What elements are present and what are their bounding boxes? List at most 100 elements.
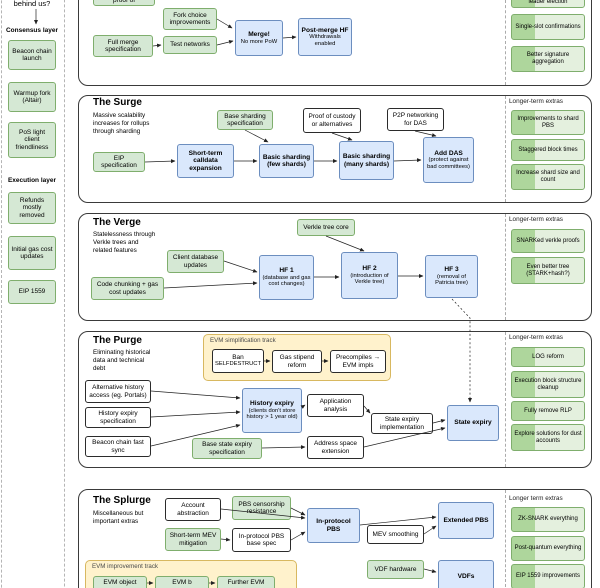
node-few-sub: (few shards) [267,161,306,168]
node-post-merge-hf-sub: Withdrawals enabled [309,34,341,47]
node-alternative-history-access: Alternative history access (eg. Portals) [85,380,151,403]
node-hf1-sub: (database and gas cost changes) [262,274,311,288]
node-add-das: Add DAS (protect against bad committees) [423,137,474,183]
node-hf1: HF 1 (database and gas cost changes) [259,255,314,300]
node-merge: Merge! No more PoW [235,20,283,56]
node-address-space-extension: Address space extension [307,436,364,459]
node-fork-choice-improvements: Fork choice improvements [163,8,217,30]
splurge-title: The Splurge [93,495,151,506]
node-hf2: HF 2 (introduction of Verkle tree) [341,252,398,299]
node-ban-title: Ban [232,354,244,362]
purge-extras-divider [505,332,506,467]
extra-execution-block-cleanup: Execution block structure cleanup [511,371,585,398]
node-in-protocol-pbs-base-spec: In-protocol PBS base spec [232,528,291,552]
extra-snarked-verkle-proofs: SNARKed verkle proofs [511,229,585,253]
node-pos-light-client: PoS light client friendliness [8,122,56,158]
extra-improvements-shard-pbs: Improvements to shard PBS [511,110,585,135]
node-extended-pbs-title: Extended PBS [443,516,489,524]
node-mev-smoothing: MEV smoothing [367,525,424,544]
node-hf3-sub: (removal of Patricia tree) [435,273,468,287]
node-eip-specification: EIP specification [93,152,145,172]
surge-desc: Massive scalability increases for rollup… [93,112,150,135]
node-proof-of-custody: Proof of custody or alternatives [303,108,361,133]
node-precompiles-evm-impls: Precompiles → EVM impls [330,350,386,373]
node-verkle-tree-core: Verkle tree core [297,219,355,236]
extra-single-slot-confirmations: Single-slot confirmations [511,14,585,40]
evm-simplification-track-label: EVM simplification track [210,337,276,344]
splurge-desc: Miscellaneous but important extras [93,510,144,525]
node-client-database-updates: Client database updates [167,250,224,273]
node-state-expiry-implementation: State expiry implementation [371,413,433,434]
node-many-sub: (many shards) [343,160,390,168]
node-pbs-censorship-resistance: PBS censorship resistance [232,496,291,520]
surge-title: The Surge [93,97,142,108]
extra-better-signature-aggregation: Better signature aggregation [511,46,585,72]
node-add-das-title: Add DAS [434,149,463,157]
node-vdfs-title: VDFs [457,573,475,581]
extra-staggered-block-times: Staggered block times [511,139,585,161]
node-add-das-sub: (protect against bad committees) [427,157,470,170]
extra-even-better-tree: Even better tree (STARK+hash?) [511,257,585,284]
node-proof-of-partial: proof of [93,0,155,6]
node-gas-stipend-reform: Gas stipend reform [272,350,322,373]
node-history-expiry: History expiry (clients don't store hist… [242,388,302,433]
node-basic-sharding-many: Basic sharding (many shards) [339,141,394,180]
node-base-state-expiry-spec: Base state expiry specification [192,438,262,459]
node-ban-selfdestruct: Ban SELFDESTRUCT [212,349,264,373]
node-base-sharding-specification: Base sharding specification [217,110,273,130]
sidebar-frame [1,0,65,588]
extra-post-quantum-everything: Post-quantum everything [511,536,585,561]
node-merge-sub: No more PoW [240,38,278,45]
node-basic-sharding-few: Basic sharding (few shards) [259,144,314,178]
node-hf2-title: HF 2 [362,265,377,273]
extra-increase-shard-size-count: Increase shard size and count [511,164,585,190]
node-short-term-mev-mitigation: Short-term MEV mitigation [165,528,221,551]
node-warmup-fork-altair: Warmup fork (Altair) [8,82,56,112]
node-short-term-calldata-expansion: Short-term calldata expansion [177,144,234,178]
node-code-chunking: Code chunking + gas cost updates [91,277,164,300]
node-hf3: HF 3 (removal of Patricia tree) [425,255,478,298]
node-history-expiry-sub: (clients don't store history > 1 year ol… [246,407,298,421]
node-in-protocol-pbs-title: In-protocol PBS [316,518,351,533]
node-state-expiry: State expiry [447,405,499,441]
node-post-merge-hf: Post-merge HF Withdrawals enabled [298,18,352,56]
node-calldata-title: Short-term calldata expansion [188,149,223,172]
consensus-layer-label: Consensus layer [5,27,59,34]
extra-fully-remove-rlp: Fully remove RLP [511,401,585,421]
execution-layer-label: Execution layer [7,177,57,184]
verge-extras-header: Longer-term extras [509,216,563,223]
extra-log-reform: LOG reform [511,347,585,367]
node-beacon-chain-launch: Beacon chain launch [8,40,56,70]
node-hf3-title: HF 3 [444,266,459,274]
surge-extras-divider [505,96,506,202]
verge-desc: Statelessness through Verkle trees and r… [93,231,156,254]
node-ban-sub: SELFDESTRUCT [214,361,262,368]
node-full-merge-specification: Full merge specification [93,35,153,57]
extra-leader-election: leader election [511,0,585,8]
evm-improvement-track-label: EVM improvement track [92,563,159,570]
verge-title: The Verge [93,217,141,228]
node-test-networks: Test networks [163,36,217,54]
node-vdf-hardware: VDF hardware [367,560,424,579]
node-p2p-networking-das: P2P networking for DAS [387,108,444,131]
splurge-extras-divider [505,490,506,587]
extra-eip-1559-improvements: EIP 1559 improvements [511,564,585,588]
node-extended-pbs: Extended PBS [438,502,494,539]
node-post-merge-hf-title: Post-merge HF [301,26,349,34]
node-vdfs: VDFs [438,560,494,588]
node-state-expiry-title: State expiry [454,419,492,427]
node-evm-object-format: EVM object [93,576,147,588]
node-initial-gas-cost-updates: Initial gas cost updates [8,236,56,270]
node-refunds-removed: Refunds mostly removed [8,192,56,224]
node-beacon-chain-fast-sync: Beacon chain fast sync [85,436,151,457]
purge-title: The Purge [93,335,142,346]
node-evm-change: EVM b [155,576,209,588]
verge-extras-divider [505,214,506,320]
node-history-expiry-specification: History expiry specification [85,407,151,428]
node-few-title: Basic sharding [262,153,311,161]
node-in-protocol-pbs: In-protocol PBS [307,508,360,543]
extra-dust-accounts: Explore solutions for dust accounts [511,424,585,451]
node-application-analysis: Application analysis [307,394,364,417]
merge-extras-divider [505,0,506,85]
